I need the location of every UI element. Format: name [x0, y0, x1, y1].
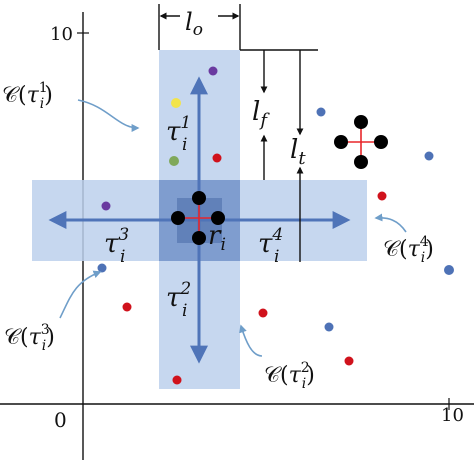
- point: [324, 322, 334, 332]
- point: [344, 356, 354, 366]
- origin-label: 0: [54, 408, 67, 432]
- x-max-label: 10: [441, 405, 464, 426]
- point: [171, 98, 181, 108]
- point: [169, 156, 179, 166]
- label-robot: ri: [208, 221, 226, 255]
- label-l-t: lt: [290, 135, 306, 169]
- point: [316, 107, 326, 117]
- point: [208, 66, 218, 76]
- point: [424, 151, 434, 161]
- point: [172, 375, 182, 385]
- label-l-o: lo: [185, 8, 203, 40]
- point: [212, 153, 222, 163]
- label-l-f: lf: [252, 97, 270, 131]
- point: [122, 302, 132, 312]
- point: [377, 191, 387, 201]
- robot-icon: [334, 115, 388, 169]
- leader-line-1: [77, 99, 140, 132]
- leader-line-3: [59, 270, 102, 319]
- point: [258, 308, 268, 318]
- leader-line-2: [239, 324, 263, 357]
- point: [101, 201, 111, 211]
- leader-line-4: [374, 213, 407, 233]
- robot-center: [171, 191, 225, 245]
- y-max-label: 10: [50, 24, 73, 45]
- point: [97, 263, 107, 273]
- point: [444, 265, 454, 275]
